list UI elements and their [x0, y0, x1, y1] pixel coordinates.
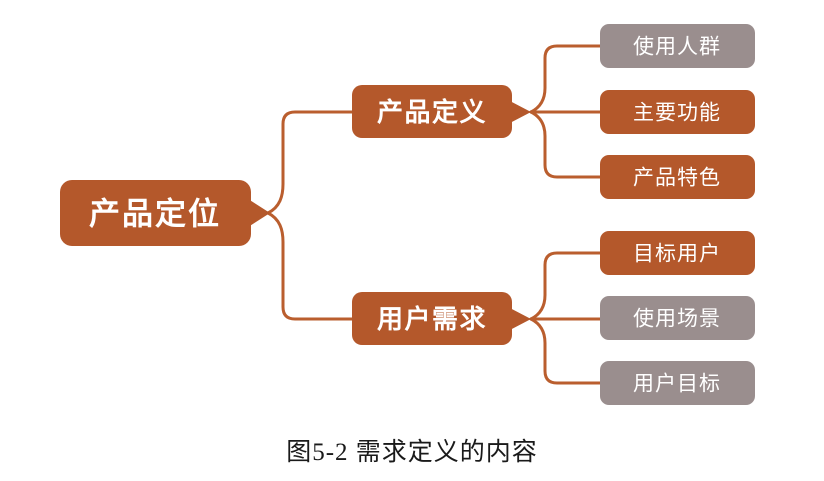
connector-group-branch-2	[529, 251, 602, 385]
branch-1-arrow-icon	[506, 99, 531, 125]
node-leaf-2-2[interactable]: 使用场景	[600, 296, 755, 340]
node-leaf-1-3[interactable]: 产品特色	[600, 155, 755, 199]
root-node-box	[60, 180, 251, 246]
node-branch-2[interactable]: 用户需求	[352, 292, 531, 345]
node-root[interactable]: 产品定位	[60, 180, 270, 246]
branch-1-node-label: 产品定义	[377, 97, 487, 127]
leaf-1-3-box	[600, 155, 755, 199]
connector-root-to-branch-1	[266, 110, 354, 215]
leaf-1-2-label: 主要功能	[633, 102, 721, 125]
leaf-2-1-label: 目标用户	[633, 243, 721, 266]
leaf-1-2-box	[600, 90, 755, 134]
branch-2-arrow-icon	[506, 306, 531, 332]
leaf-2-2-label: 使用场景	[633, 308, 721, 331]
figure-caption: 图5-2 需求定义的内容	[286, 439, 538, 466]
connector-root-to-branch-2	[266, 211, 354, 321]
connector-branch-2-to-leaf-1	[529, 251, 602, 321]
node-leaf-2-3[interactable]: 用户目标	[600, 361, 755, 405]
node-leaf-2-1[interactable]: 目标用户	[600, 231, 755, 275]
node-branch-1[interactable]: 产品定义	[352, 85, 531, 138]
node-leaf-1-1[interactable]: 使用人群	[600, 24, 755, 68]
connector-branch-1-to-leaf-1	[529, 44, 602, 114]
leaf-2-1-box	[600, 231, 755, 275]
connector-group-branch-1	[529, 44, 602, 179]
connector-group-root	[249, 110, 354, 321]
branch-2-node-label: 用户需求	[377, 304, 487, 334]
leaf-1-1-label: 使用人群	[633, 36, 721, 59]
root-node-label: 产品定位	[89, 197, 221, 232]
node-leaf-1-2[interactable]: 主要功能	[600, 90, 755, 134]
root-arrow-icon	[245, 197, 270, 229]
leaf-2-3-box	[600, 361, 755, 405]
branch-1-node-box	[352, 85, 512, 138]
leaf-1-1-box	[600, 24, 755, 68]
leaf-1-3-label: 产品特色	[633, 167, 721, 190]
branch-2-node-box	[352, 292, 512, 345]
connector-branch-1-to-leaf-3	[529, 110, 602, 179]
connector-branch-2-to-leaf-3	[529, 317, 602, 385]
leaf-2-2-box	[600, 296, 755, 340]
leaf-2-3-label: 用户目标	[633, 373, 721, 396]
